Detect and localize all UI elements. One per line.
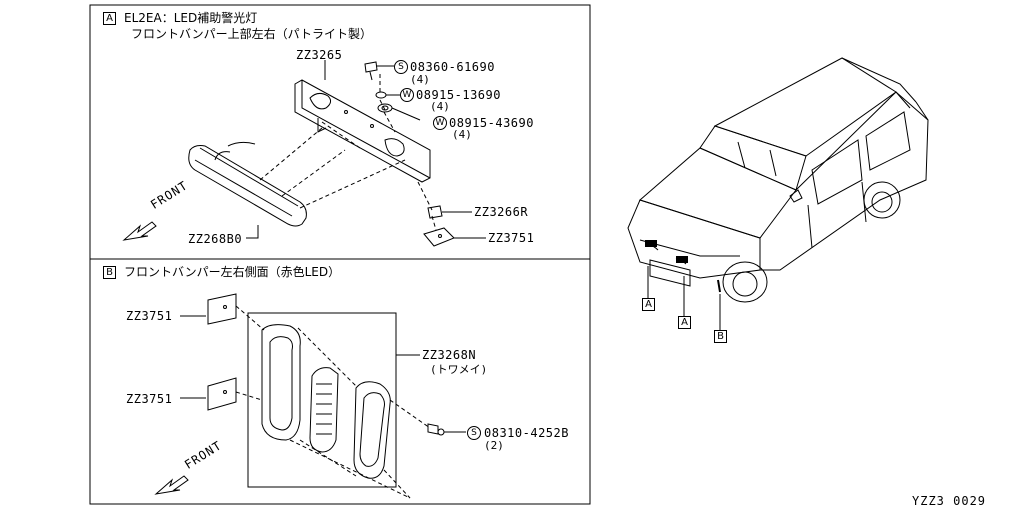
fastener-2-qty: (4) <box>430 100 450 113</box>
led-module <box>309 367 339 453</box>
section-b-frame <box>89 258 591 505</box>
fastener-1-number: 08360-61690 <box>410 60 495 74</box>
fastener-b-symbol: S <box>467 426 481 440</box>
fastener-2-number: 08915-13690 <box>416 88 501 102</box>
part-zz3268n-label: ZZ3268N <box>422 348 477 362</box>
vehicle-callout-a-left: A <box>642 298 655 311</box>
lamp-lens <box>353 381 391 479</box>
section-a-fasteners <box>364 61 486 247</box>
section-a-front-arrow <box>122 221 157 241</box>
part-zz3751-label: ZZ3751 <box>488 231 535 245</box>
fastener-3-qty: (4) <box>452 128 472 141</box>
section-b-screw <box>427 423 466 436</box>
sticker-zz3751-top <box>207 293 237 325</box>
section-b-front-arrow <box>154 475 189 495</box>
part-zz3751-top-label: ZZ3751 <box>126 309 173 323</box>
part-zz3266r-label: ZZ3266R <box>474 205 529 219</box>
vehicle-illustration <box>627 57 929 330</box>
section-a-leaders <box>246 60 326 239</box>
section-a-guide-lines <box>259 74 437 231</box>
section-a-marker: A <box>103 12 116 25</box>
assembly-box <box>247 312 397 488</box>
drawing-code: YZZ3 0029 <box>912 494 987 508</box>
section-a-frame <box>89 4 591 260</box>
fastener-b-qty: (2) <box>484 439 504 452</box>
fastener-1-qty: (4) <box>410 73 430 86</box>
sticker-zz3751-bottom <box>207 377 237 411</box>
fastener-1-symbol: S <box>394 60 408 74</box>
fastener-3-symbol: W <box>433 116 447 130</box>
fastener-b-number: 08310-4252B <box>484 426 569 440</box>
section-b-marker: B <box>103 266 116 279</box>
fastener-3-number: 08915-43690 <box>449 116 534 130</box>
fastener-2-symbol: W <box>400 88 414 102</box>
part-zz268b0-label: ZZ268B0 <box>188 232 243 246</box>
section-b-title: フロントバンパー左右側面（赤色LED） <box>124 265 341 279</box>
bracket-zz3265 <box>294 79 431 183</box>
part-zz3751-bottom-label: ZZ3751 <box>126 392 173 406</box>
vehicle-callout-b: B <box>714 330 727 343</box>
section-b-guide-lines <box>235 305 431 499</box>
lamp-housing <box>261 324 301 441</box>
vehicle-callout-a-right: A <box>678 316 691 329</box>
part-zz3265-label: ZZ3265 <box>296 48 343 62</box>
section-a-title-line1: EL2EA：LED補助警光灯 <box>124 11 258 25</box>
part-zz3268n-note: (トワメイ) <box>430 363 488 376</box>
lamp-zz268b0 <box>188 141 307 227</box>
section-a-title-line2: フロントバンパー上部左右（パトライト製） <box>131 27 372 41</box>
